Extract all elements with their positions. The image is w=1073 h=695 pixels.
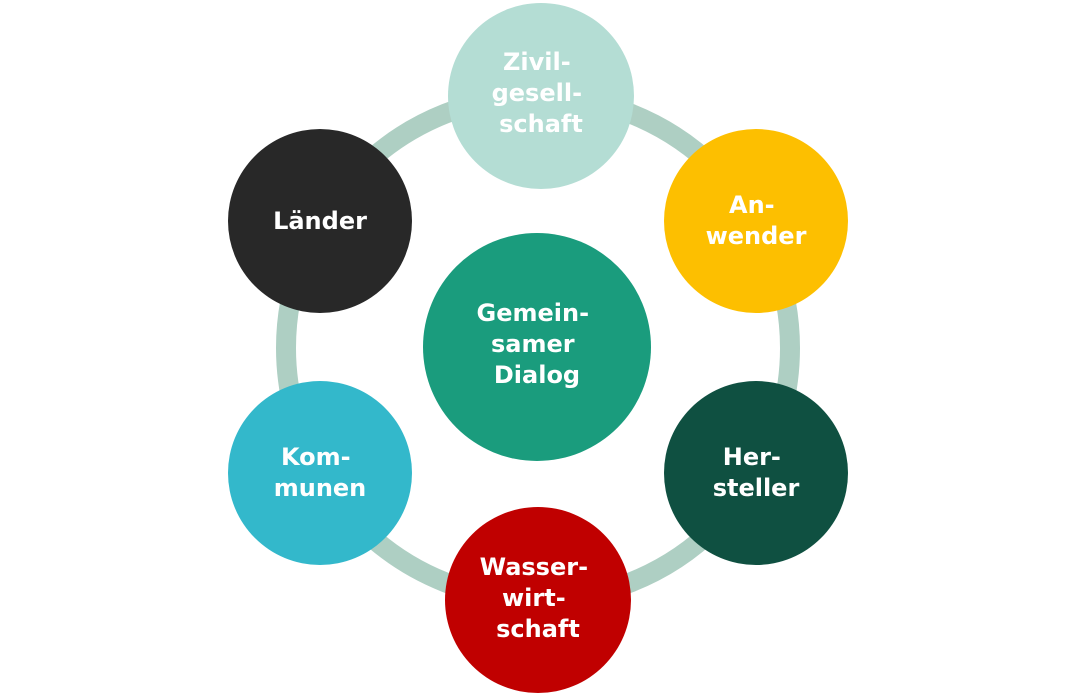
node-laender: Länder: [228, 129, 412, 313]
node-circle-wasserwirtschaft: [445, 507, 631, 693]
node-label-zivilgesellschaft: Zivil- gesell- schaft: [492, 48, 591, 138]
node-hersteller: Her- steller: [664, 381, 848, 565]
node-circle-anwender: [664, 129, 848, 313]
node-circle-hersteller: [664, 381, 848, 565]
node-label-wasserwirtschaft: Wasser- wirt- schaft: [480, 553, 597, 643]
node-zivilgesellschaft: Zivil- gesell- schaft: [448, 3, 634, 189]
center-node: Gemein- samer Dialog: [423, 233, 651, 461]
center-circle: [423, 233, 651, 461]
node-label-hersteller: Her- steller: [713, 443, 800, 502]
node-wasserwirtschaft: Wasser- wirt- schaft: [445, 507, 631, 693]
node-anwender: An- wender: [664, 129, 848, 313]
node-label-laender: Länder: [273, 207, 367, 235]
node-circle-kommunen: [228, 381, 412, 565]
node-circle-zivilgesellschaft: [448, 3, 634, 189]
node-circle-laender: [228, 129, 412, 313]
center-label: Gemein- samer Dialog: [477, 299, 598, 389]
node-label-anwender: An- wender: [706, 191, 807, 250]
node-label-kommunen: Kom- munen: [274, 443, 367, 502]
node-kommunen: Kom- munen: [228, 381, 412, 565]
